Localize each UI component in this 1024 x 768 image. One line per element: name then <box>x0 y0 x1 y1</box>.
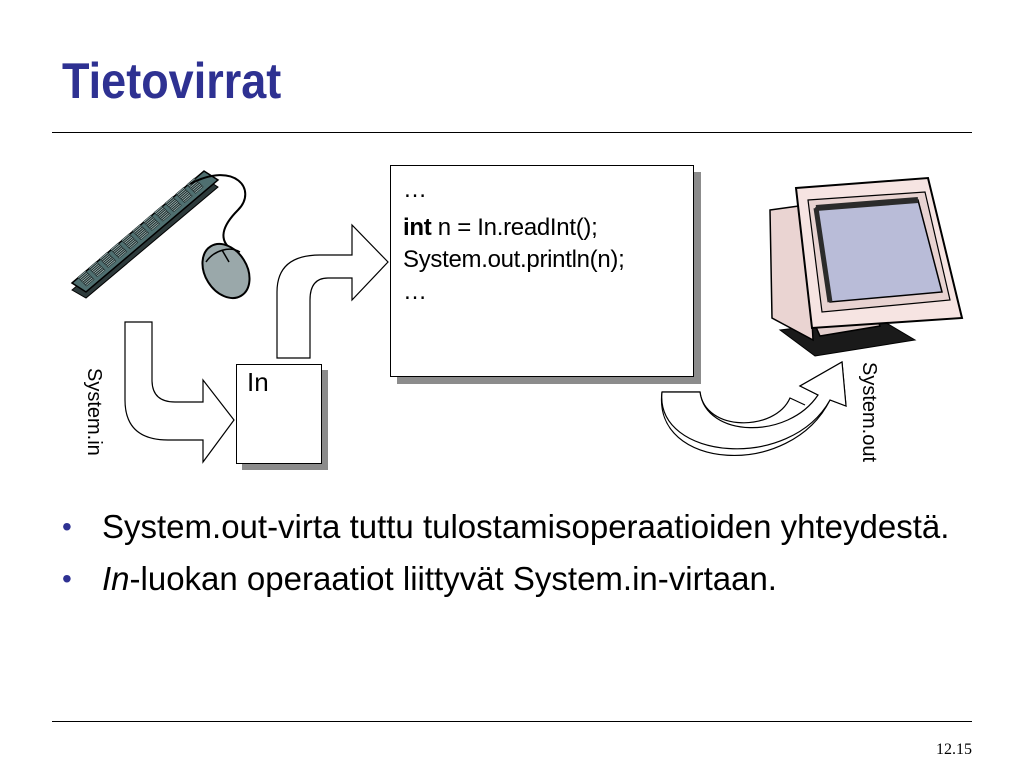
bullet-dot: • <box>62 511 72 542</box>
mouse-icon <box>189 174 251 299</box>
system-in-arrow <box>124 321 235 464</box>
page-number: 12.15 <box>936 741 972 758</box>
bullet-list: • System.out-virta tuttu tulostamisoperaa… <box>62 508 962 612</box>
system-in-label: System.in <box>83 368 105 456</box>
bullet-italic-in: In <box>102 560 130 597</box>
code-line-ellipsis-bottom: … <box>403 278 427 305</box>
code-read-text: n = In.readInt(); <box>431 214 598 241</box>
slide-title: Tietovirrat <box>62 53 282 109</box>
keyword-int: int <box>403 214 432 241</box>
bullet-text: -luokan operaatiot liittyvät System.in-v… <box>129 560 777 597</box>
code-line-read: int n = In.readInt(); <box>403 212 681 244</box>
in-to-code-arrow <box>276 223 389 359</box>
bullet-dot: • <box>62 563 72 594</box>
keyboard-icon <box>70 170 220 299</box>
code-box: … int n = In.readInt(); System.out.print… <box>390 165 694 377</box>
title-divider <box>52 132 972 133</box>
bullet-text: System.out-virta tuttu tulostamisoperaat… <box>102 508 950 545</box>
in-box-label: In <box>247 367 269 397</box>
monitor-icon <box>769 176 964 357</box>
in-class-box: In <box>236 364 322 464</box>
code-line-print: System.out.println(n); <box>403 246 625 273</box>
footer-divider <box>52 721 972 722</box>
bullet-item-in-class: • In-luokan operaatiot liittyvät System.i… <box>62 560 962 598</box>
system-out-label: System.out <box>858 362 880 463</box>
bullet-item-system-out: • System.out-virta tuttu tulostamisoperaa… <box>62 508 962 546</box>
code-line-ellipsis-top: … <box>403 176 427 203</box>
